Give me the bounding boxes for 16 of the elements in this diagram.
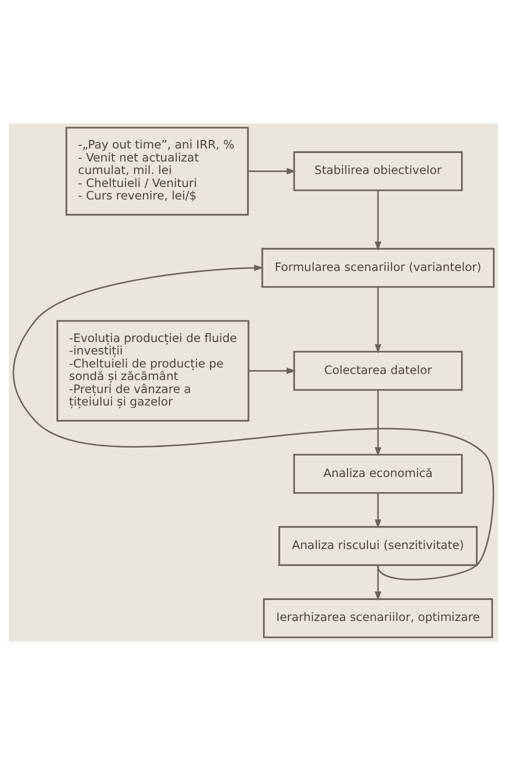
node-box: -Evoluția producției de fluide -investiții -Cheltuieli de producție pe sondă și zăcământ -Prețuri de vânzare a țițeiului și gazelor: [56, 320, 249, 422]
node-box: Ierarhizarea scenariilor, optimizare: [262, 598, 493, 638]
arrow: [374, 190, 381, 250]
arrow: [12, 264, 494, 580]
node-box: Analiza economică: [292, 453, 462, 494]
node-box: -„Pay out time”, ani IRR, % - Venit net actualizat cumulat, mil. lei - Cheltuieli / Venituri - Curs revenire, lei/$: [65, 126, 248, 216]
arrow: [374, 286, 381, 354]
arrow: [374, 565, 381, 600]
arrow: [374, 390, 381, 456]
arrow: [248, 367, 296, 374]
node-box: Stabilirea obiectivelor: [292, 150, 462, 191]
arrow: [374, 492, 381, 528]
arrow: [248, 167, 296, 174]
node-box: Formularea scenariilor (variantelor): [260, 247, 494, 288]
node-box: Analiza riscului (senzitivitate): [278, 526, 478, 566]
node-box: Colectarea datelor: [292, 350, 462, 390]
